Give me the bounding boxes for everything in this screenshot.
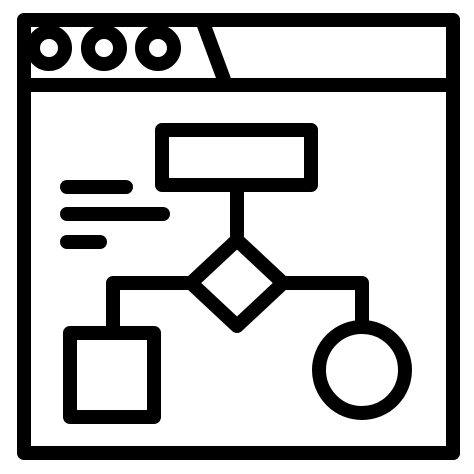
window-dot-3 bbox=[135, 25, 181, 71]
flow-connector-right bbox=[276, 276, 369, 334]
flow-connector-left bbox=[106, 276, 198, 340]
flow-terminal-square bbox=[63, 326, 161, 424]
icon-strokes bbox=[17, 13, 460, 460]
flow-terminal-circle bbox=[312, 320, 412, 420]
flow-decision-diamond bbox=[184, 233, 290, 333]
window-dot-1 bbox=[26, 25, 72, 71]
window-dot-2 bbox=[81, 25, 127, 71]
flow-process-box bbox=[155, 123, 318, 192]
browser-window-frame-right-top bbox=[195, 13, 460, 460]
